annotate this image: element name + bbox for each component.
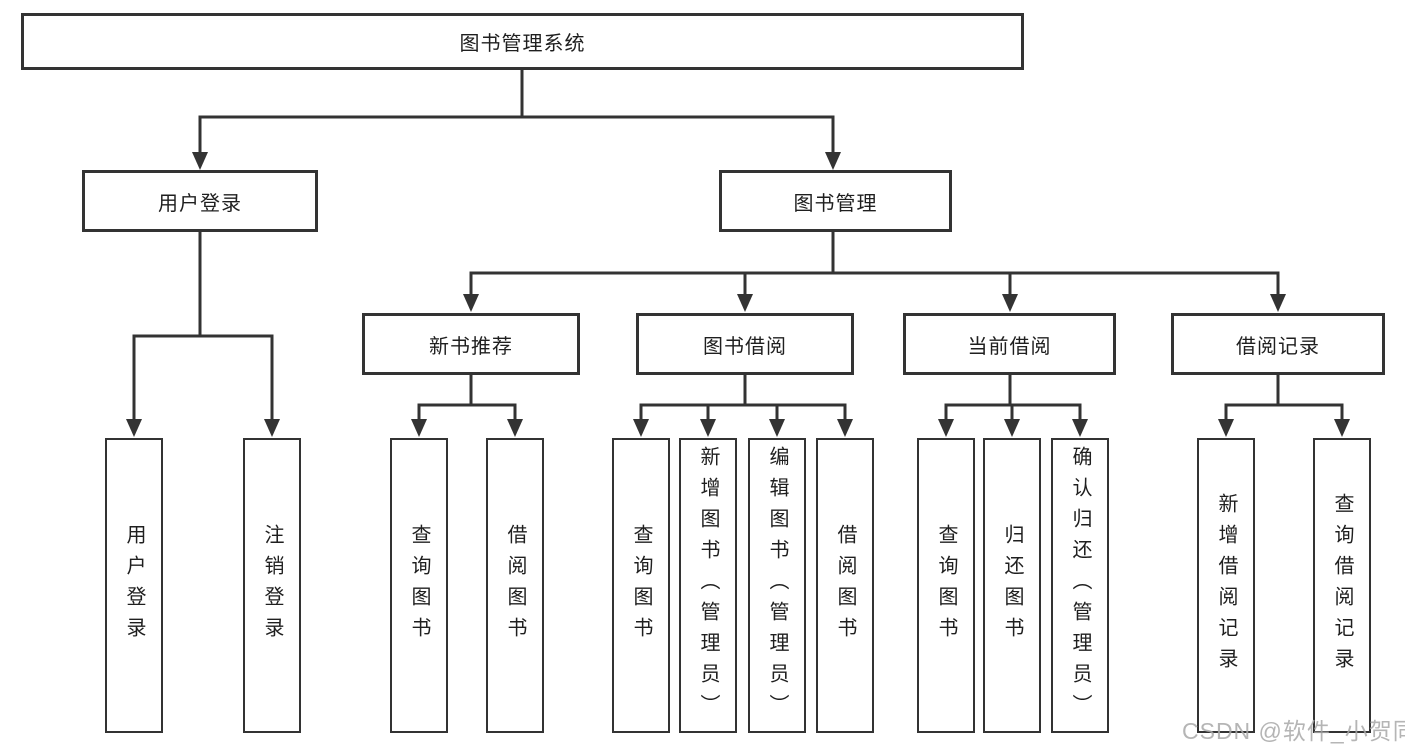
leaf-add-book-admin-label: 新增图书（管理员）: [697, 446, 719, 725]
node-new-book-recommend-label: 新书推荐: [429, 335, 513, 358]
leaf-logout-label: 注销登录: [261, 523, 283, 648]
leaf-logout: 注销登录: [243, 438, 301, 733]
node-book-management-label: 图书管理: [793, 192, 878, 215]
node-user-login: 用户登录: [82, 170, 318, 232]
leaf-query-book-1-label: 查询图书: [408, 523, 430, 648]
leaf-query-book-3-label: 查询图书: [935, 523, 957, 648]
leaf-borrow-book-2-label: 借阅图书: [834, 523, 856, 648]
leaf-borrow-book-1: 借阅图书: [486, 438, 544, 733]
arrowheads-leaves: [126, 419, 1350, 437]
connector-currentborrow-to-leaves: [944, 375, 1082, 420]
leaf-edit-book-admin: 编辑图书（管理员）: [748, 438, 806, 733]
connector-borrowrecord-to-leaves: [1224, 375, 1344, 420]
node-book-borrow: 图书借阅: [636, 313, 854, 375]
node-book-management: 图书管理: [719, 170, 952, 232]
connector-root-to-level2: [198, 69, 835, 153]
leaf-query-book-2: 查询图书: [612, 438, 670, 733]
connector-bookborrow-to-leaves: [639, 375, 847, 420]
leaf-query-borrow-record: 查询借阅记录: [1313, 438, 1371, 733]
leaf-add-book-admin: 新增图书（管理员）: [679, 438, 737, 733]
leaf-user-login: 用户登录: [105, 438, 163, 733]
csdn-watermark: CSDN @软件_小贺同学: [1182, 718, 1405, 744]
leaf-user-login-label: 用户登录: [123, 523, 145, 648]
leaf-return-book: 归还图书: [983, 438, 1041, 733]
leaf-query-book-1: 查询图书: [390, 438, 448, 733]
leaf-query-borrow-record-label: 查询借阅记录: [1331, 492, 1353, 679]
node-current-borrow: 当前借阅: [903, 313, 1116, 375]
node-current-borrow-label: 当前借阅: [967, 335, 1052, 358]
leaf-confirm-return-admin-label: 确认归还（管理员）: [1069, 446, 1091, 725]
leaf-return-book-label: 归还图书: [1001, 523, 1023, 648]
connector-userlogin-to-leaves: [132, 232, 274, 420]
leaf-query-book-3: 查询图书: [917, 438, 975, 733]
node-book-borrow-label: 图书借阅: [703, 335, 787, 358]
leaf-add-borrow-record: 新增借阅记录: [1197, 438, 1255, 733]
node-root-system-label: 图书管理系统: [459, 33, 586, 55]
connector-bookmgmt-to-level3: [469, 232, 1280, 296]
node-borrow-record-label: 借阅记录: [1236, 335, 1320, 358]
arrowheads-level3: [463, 294, 1286, 312]
node-user-login-label: 用户登录: [158, 192, 242, 215]
leaf-query-book-2-label: 查询图书: [630, 523, 652, 648]
node-new-book-recommend: 新书推荐: [362, 313, 580, 375]
leaf-add-borrow-record-label: 新增借阅记录: [1215, 492, 1237, 679]
leaf-edit-book-admin-label: 编辑图书（管理员）: [766, 446, 788, 725]
arrowheads-level2: [192, 152, 841, 170]
leaf-confirm-return-admin: 确认归还（管理员）: [1051, 438, 1109, 733]
node-root-system: 图书管理系统: [21, 13, 1024, 70]
leaf-borrow-book-1-label: 借阅图书: [504, 523, 526, 648]
connector-newbook-to-leaves: [417, 375, 517, 420]
leaf-borrow-book-2: 借阅图书: [816, 438, 874, 733]
node-borrow-record: 借阅记录: [1171, 313, 1385, 375]
